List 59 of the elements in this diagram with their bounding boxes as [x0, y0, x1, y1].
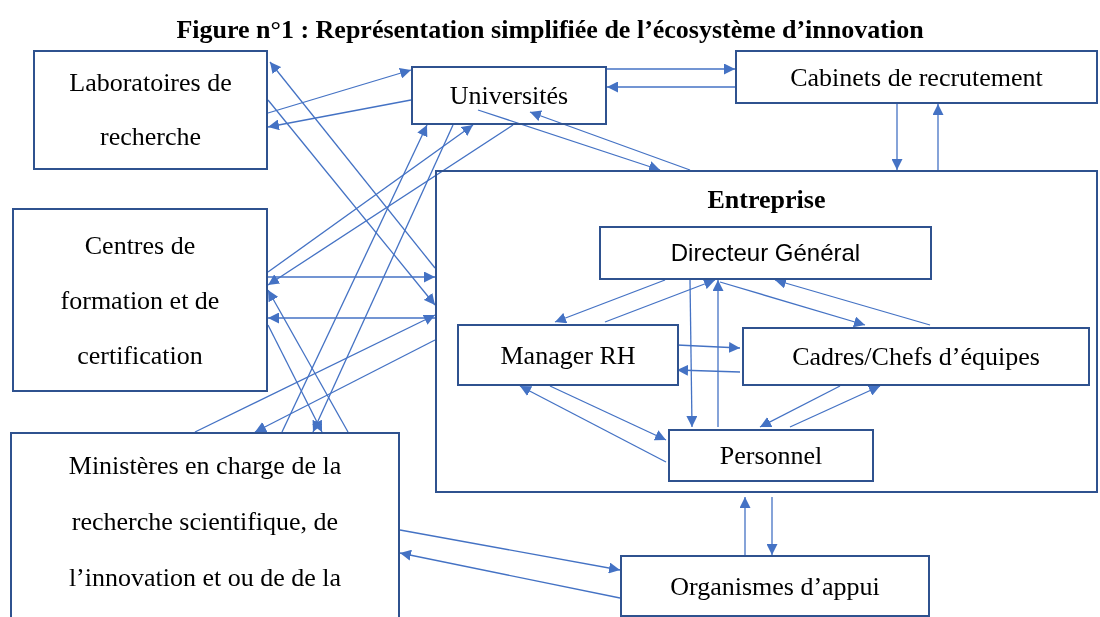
process-box [620, 555, 930, 617]
process-box [599, 226, 932, 280]
arrow [267, 124, 474, 273]
process-box [735, 50, 1098, 104]
arrow [281, 124, 428, 433]
arrow [932, 103, 944, 171]
arrow [312, 124, 454, 433]
node-label: Cabinets de recrutement [790, 61, 1043, 94]
process-box [10, 432, 400, 617]
group-heading: Entreprise [707, 185, 826, 214]
arrow [267, 312, 436, 324]
arrow [554, 279, 666, 324]
arrow [399, 529, 621, 574]
arrow [477, 109, 661, 172]
arrow [891, 103, 903, 171]
arrow [606, 81, 736, 93]
arrow [686, 279, 698, 428]
arrow [676, 364, 741, 376]
node-label: Directeur Général [670, 238, 861, 268]
arrow [267, 67, 412, 114]
arrow [712, 279, 724, 428]
arrow [739, 496, 751, 556]
arrow [549, 385, 667, 441]
arrow [719, 281, 866, 328]
arrow [267, 124, 514, 286]
process-box [411, 66, 607, 125]
node-label: Cadres/Chefs d’équipes [792, 341, 1040, 373]
process-box [12, 208, 268, 392]
node-label: Organismes d’appui [670, 570, 880, 603]
arrow [606, 63, 736, 75]
arrow [399, 549, 621, 599]
arrow [789, 385, 881, 428]
arrow [254, 339, 436, 433]
arrow [267, 289, 349, 433]
arrow [519, 385, 667, 463]
arrow [267, 99, 436, 306]
arrow [267, 324, 323, 433]
arrow [759, 385, 841, 428]
node-label: Ministères en charge de la recherche scientifique, de l’innovation et ou de de la [67, 450, 343, 594]
arrow [604, 278, 716, 323]
arrow [676, 342, 741, 353]
arrow [194, 314, 436, 433]
process-box [457, 324, 679, 386]
arrow [774, 277, 931, 326]
arrow [267, 271, 436, 283]
node-label: Universités [449, 80, 569, 112]
node-label: Laboratoires de recherche [68, 67, 233, 153]
node-label: Personnel [719, 440, 823, 472]
arrow [529, 110, 691, 171]
diagram-title: Figure n°1 : Représentation simplifiée de l’écosystème d’innovation [176, 15, 924, 44]
arrow [766, 496, 778, 556]
node-label: Centres de formation et de certification [59, 229, 221, 372]
node-label: Manager RH [500, 339, 636, 372]
process-box [33, 50, 268, 170]
arrow [269, 61, 436, 269]
process-box [668, 429, 874, 482]
group-box [435, 170, 1098, 493]
process-box [742, 327, 1090, 386]
arrow [267, 99, 412, 131]
